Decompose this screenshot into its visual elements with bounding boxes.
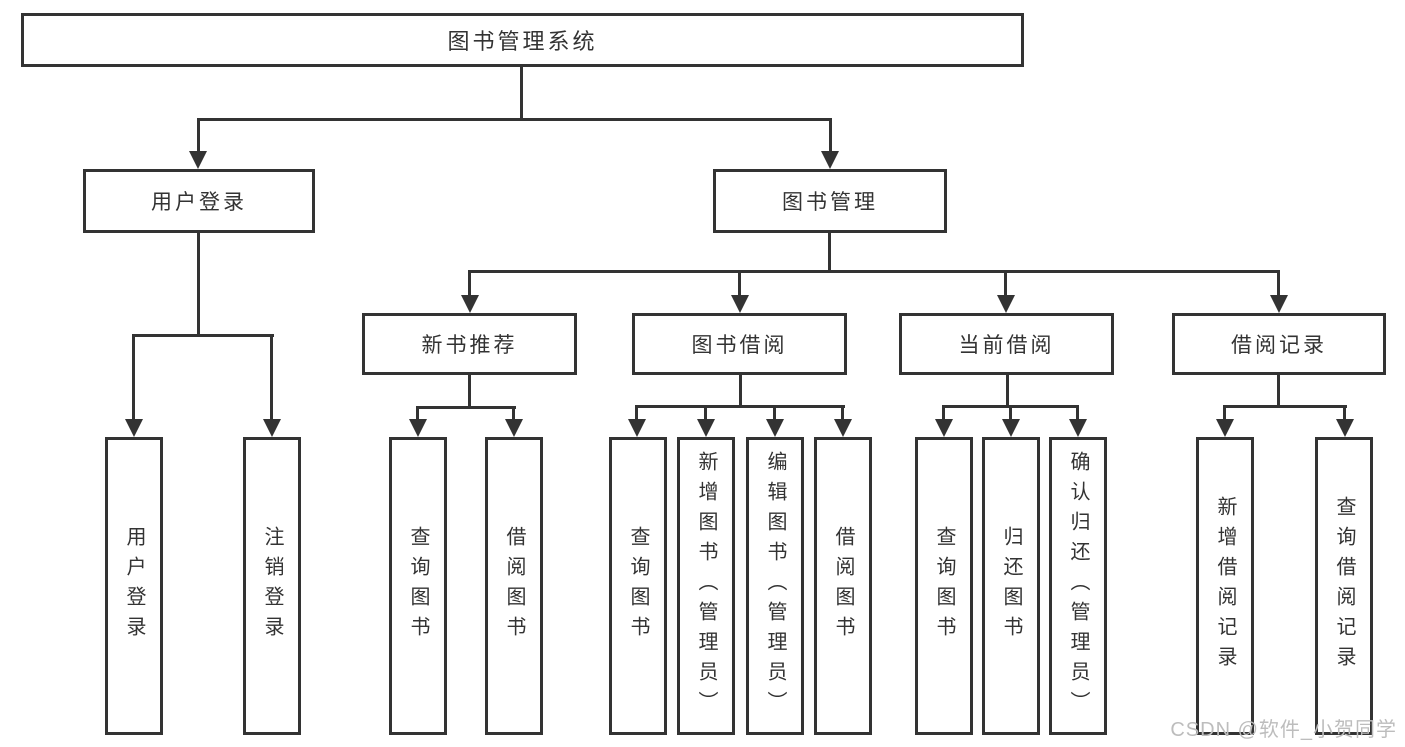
- arrowhead-down-icon: [1216, 419, 1234, 437]
- connector-new-book-stem: [468, 372, 471, 409]
- arrowhead-down-icon: [821, 151, 839, 169]
- arrowhead-down-icon: [1069, 419, 1087, 437]
- node-borrow-record: 借阅记录: [1172, 313, 1386, 375]
- connector-drop-leaf: [635, 405, 638, 420]
- node-book-borrow: 图书借阅: [632, 313, 847, 375]
- node-user-login-label: 用户登录: [151, 191, 247, 214]
- leaf-cb-query-book: 查询图书: [915, 437, 973, 735]
- connector-book-borrow-bar: [636, 405, 845, 408]
- node-root: 图书管理系统: [21, 13, 1024, 67]
- leaf-bb-query-book-label: 查询图书: [627, 526, 649, 646]
- arrowhead-down-icon: [628, 419, 646, 437]
- connector-drop-leaf: [1223, 405, 1226, 420]
- arrowhead-down-icon: [935, 419, 953, 437]
- node-book-management: 图书管理: [713, 169, 947, 233]
- node-book-borrow-label: 图书借阅: [691, 334, 788, 357]
- leaf-br-query-record-label: 查询借阅记录: [1333, 496, 1355, 676]
- connector-drop-leaf: [1009, 405, 1012, 420]
- connector-current-borrow-stem: [1006, 372, 1009, 408]
- leaf-bb-add-book: 新增图书（管理员）: [677, 437, 735, 735]
- leaf-nb-query-book-label: 查询图书: [407, 526, 429, 646]
- node-current-borrow: 当前借阅: [899, 313, 1114, 375]
- leaf-bb-query-book: 查询图书: [609, 437, 667, 735]
- leaf-user-login-label: 用户登录: [123, 526, 145, 646]
- arrowhead-down-icon: [697, 419, 715, 437]
- connector-drop-leaf: [1343, 405, 1346, 420]
- arrowhead-down-icon: [1270, 295, 1288, 313]
- connector-drop-new-book: [468, 270, 471, 296]
- connector-drop-user-login: [197, 118, 200, 152]
- connector-borrow-record-stem: [1277, 372, 1280, 408]
- connector-book-borrow-stem: [739, 372, 742, 408]
- arrowhead-down-icon: [263, 419, 281, 437]
- arrowhead-down-icon: [766, 419, 784, 437]
- arrowhead-down-icon: [834, 419, 852, 437]
- leaf-cb-confirm-return: 确认归还（管理员）: [1049, 437, 1107, 735]
- leaf-nb-borrow-book-label: 借阅图书: [503, 526, 525, 646]
- leaf-bb-borrow-book-label: 借阅图书: [832, 526, 854, 646]
- leaf-cb-return-book-label: 归还图书: [1000, 526, 1022, 646]
- connector-user-login-stem: [197, 230, 200, 337]
- connector-drop-leaf: [1076, 405, 1079, 420]
- connector-drop-leaf: [773, 405, 776, 420]
- arrowhead-down-icon: [461, 295, 479, 313]
- connector-drop-book-borrow: [738, 270, 741, 296]
- connector-drop-borrow-record: [1277, 270, 1280, 296]
- leaf-bb-add-book-label: 新增图书（管理员）: [695, 451, 717, 721]
- arrowhead-down-icon: [125, 419, 143, 437]
- node-root-label: 图书管理系统: [447, 29, 598, 54]
- leaf-logout: 注销登录: [243, 437, 301, 735]
- node-current-borrow-label: 当前借阅: [958, 334, 1055, 357]
- connector-drop-leaf: [132, 334, 135, 420]
- leaf-br-query-record: 查询借阅记录: [1315, 437, 1373, 735]
- connector-borrow-record-bar: [1224, 405, 1347, 408]
- connector-drop-leaf: [704, 405, 707, 420]
- leaf-nb-query-book: 查询图书: [389, 437, 447, 735]
- leaf-br-add-record-label: 新增借阅记录: [1214, 496, 1236, 676]
- node-new-book-recommend: 新书推荐: [362, 313, 577, 375]
- leaf-cb-return-book: 归还图书: [982, 437, 1040, 735]
- leaf-br-add-record: 新增借阅记录: [1196, 437, 1254, 735]
- leaf-nb-borrow-book: 借阅图书: [485, 437, 543, 735]
- leaf-user-login: 用户登录: [105, 437, 163, 735]
- connector-drop-book-management: [829, 118, 832, 152]
- arrowhead-down-icon: [1336, 419, 1354, 437]
- node-book-management-label: 图书管理: [782, 191, 878, 214]
- arrowhead-down-icon: [189, 151, 207, 169]
- arrowhead-down-icon: [505, 419, 523, 437]
- connector-root-stem: [520, 65, 523, 121]
- node-borrow-record-label: 借阅记录: [1231, 334, 1327, 357]
- connector-drop-leaf: [841, 405, 844, 420]
- connector-drop-leaf: [942, 405, 945, 420]
- connector-drop-current-borrow: [1004, 270, 1007, 296]
- node-user-login: 用户登录: [83, 169, 315, 233]
- arrowhead-down-icon: [731, 295, 749, 313]
- arrowhead-down-icon: [409, 419, 427, 437]
- node-new-book-recommend-label: 新书推荐: [421, 334, 518, 357]
- arrowhead-down-icon: [997, 295, 1015, 313]
- connector-drop-leaf: [270, 334, 273, 420]
- leaf-bb-edit-book-label: 编辑图书（管理员）: [764, 451, 786, 721]
- leaf-logout-label: 注销登录: [261, 526, 283, 646]
- leaf-cb-confirm-return-label: 确认归还（管理员）: [1067, 451, 1089, 721]
- connector-level2-bar: [197, 118, 831, 121]
- connector-book-management-stem: [828, 230, 831, 273]
- leaf-bb-borrow-book: 借阅图书: [814, 437, 872, 735]
- leaf-bb-edit-book: 编辑图书（管理员）: [746, 437, 804, 735]
- arrowhead-down-icon: [1002, 419, 1020, 437]
- connector-user-login-bar: [133, 334, 274, 337]
- connector-drop-leaf: [416, 406, 419, 420]
- csdn-watermark: CSDN @软件_小贺同学: [1170, 719, 1397, 741]
- connector-level3-bar: [469, 270, 1280, 273]
- connector-new-book-bar: [417, 406, 516, 409]
- leaf-cb-query-book-label: 查询图书: [933, 526, 955, 646]
- connector-drop-leaf: [512, 406, 515, 420]
